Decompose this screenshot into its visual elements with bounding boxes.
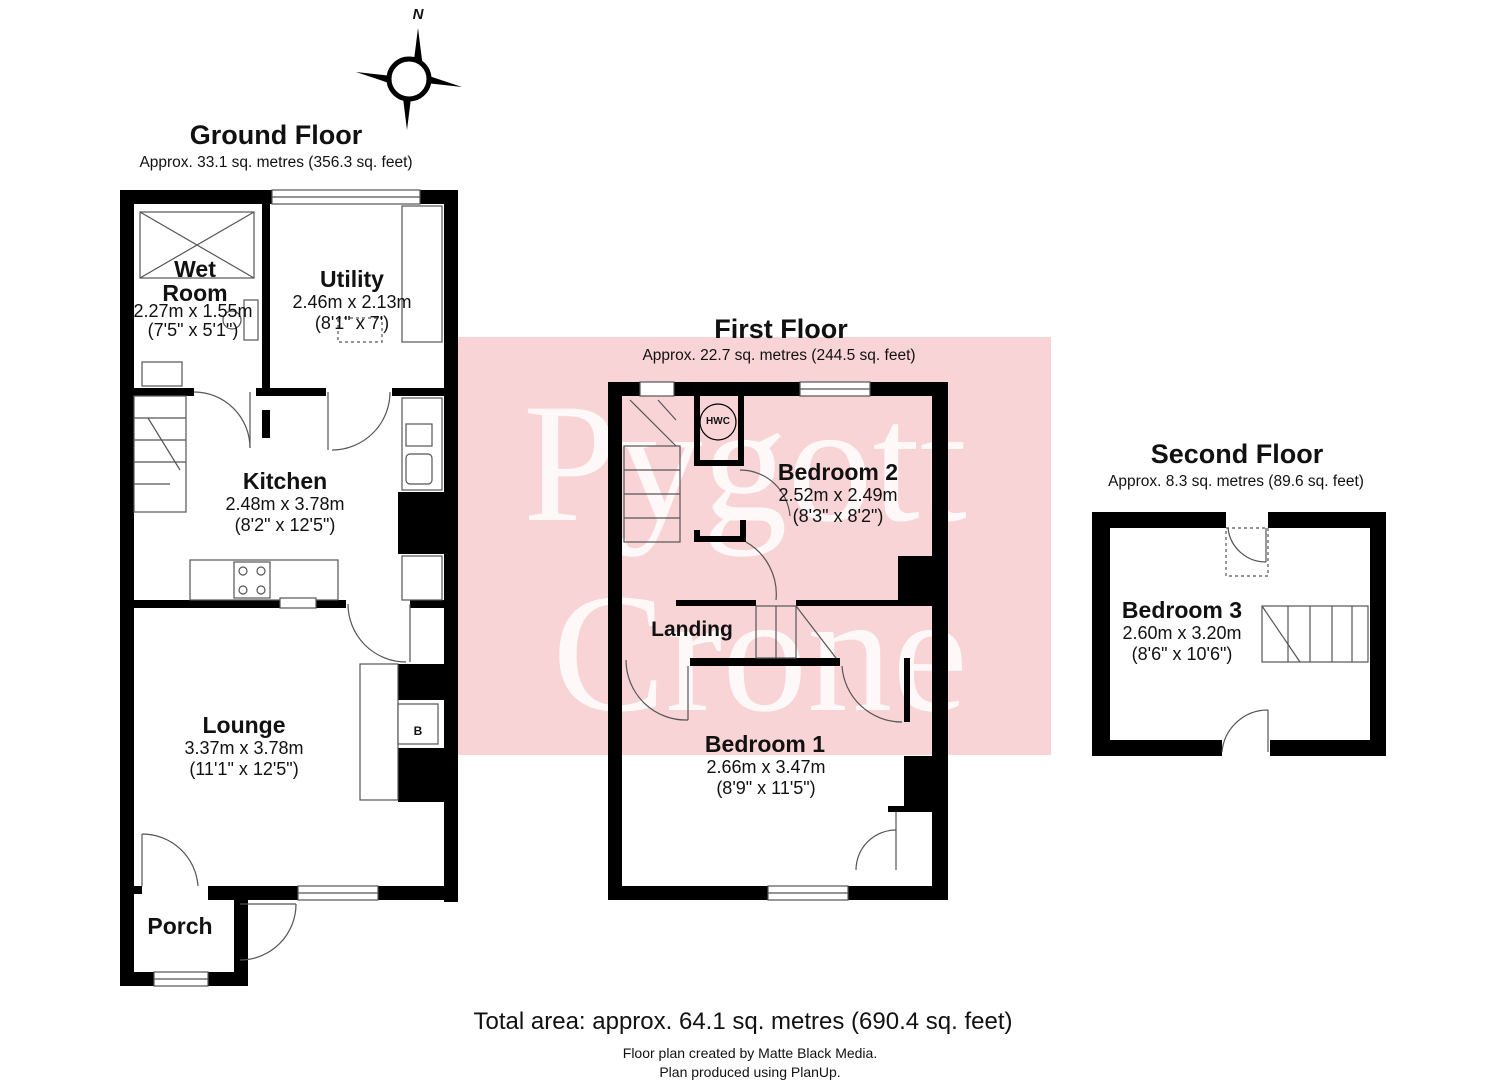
- hwc-label: HWC: [706, 416, 730, 427]
- kitchen-dim-ft: (8'2" x 12'5"): [234, 515, 336, 535]
- first-floor-area: Approx. 22.7 sq. metres (244.5 sq. feet): [642, 347, 916, 364]
- bedroom-2-dim-m: 2.52m x 2.49m: [778, 485, 898, 505]
- bedroom-3-dim-m: 2.60m x 3.20m: [1122, 623, 1242, 643]
- ground-floor-area: Approx. 33.1 sq. metres (356.3 sq. feet): [139, 154, 413, 171]
- bedroom-1-dim-m: 2.66m x 3.47m: [706, 757, 826, 777]
- bedroom-2-name: Bedroom 2: [777, 459, 899, 485]
- wet-room-dim-m: 2.27m x 1.55m: [133, 301, 253, 321]
- bedroom-1-name: Bedroom 1: [704, 731, 826, 757]
- landing-name: Landing: [651, 618, 733, 641]
- credit-line-1: Floor plan created by Matte Black Media.: [622, 1045, 878, 1061]
- utility-dim-ft: (8'1" x 7'): [314, 313, 390, 333]
- north-compass-icon: [356, 28, 462, 130]
- ground-floor-title: Ground Floor: [189, 120, 363, 150]
- bedroom-2-dim-ft: (8'3" x 8'2"): [792, 506, 884, 526]
- wet-room-name-line2: Room: [162, 280, 228, 306]
- porch-name: Porch: [147, 913, 213, 939]
- boiler-label: B: [413, 724, 423, 738]
- bedroom-3-name: Bedroom 3: [1121, 597, 1243, 623]
- kitchen-dim-m: 2.48m x 3.78m: [225, 494, 345, 514]
- first-floor-plan: [608, 382, 948, 900]
- ground-floor-plan: [120, 190, 458, 986]
- ground-floor-fixtures: [133, 189, 443, 987]
- second-floor-plan: [1092, 512, 1386, 756]
- utility-name: Utility: [320, 266, 384, 292]
- watermark: Pygott Crone: [447, 337, 1051, 755]
- wet-room-dim-ft: (7'5" x 5'1"): [147, 320, 239, 340]
- total-area: Total area: approx. 64.1 sq. metres (690…: [473, 1008, 1013, 1035]
- first-floor-title: First Floor: [714, 314, 848, 344]
- bedroom-3-dim-ft: (8'6" x 10'6"): [1131, 644, 1233, 664]
- lounge-name: Lounge: [202, 712, 286, 738]
- second-floor-title: Second Floor: [1150, 439, 1324, 469]
- utility-dim-m: 2.46m x 2.13m: [292, 292, 412, 312]
- lounge-dim-ft: (11'1" x 12'5"): [189, 759, 299, 779]
- bedroom-1-dim-ft: (8'9" x 11'5"): [716, 778, 816, 798]
- credit-line-2: Plan produced using PlanUp.: [659, 1064, 841, 1080]
- second-floor-area: Approx. 8.3 sq. metres (89.6 sq. feet): [1108, 473, 1364, 490]
- wet-room-name-line1: Wet: [174, 256, 216, 282]
- first-floor-fixtures: [623, 381, 903, 901]
- kitchen-name: Kitchen: [242, 468, 328, 494]
- north-label: N: [412, 6, 424, 23]
- lounge-dim-m: 3.37m x 3.78m: [184, 738, 304, 758]
- second-floor-fixtures: [1221, 527, 1369, 753]
